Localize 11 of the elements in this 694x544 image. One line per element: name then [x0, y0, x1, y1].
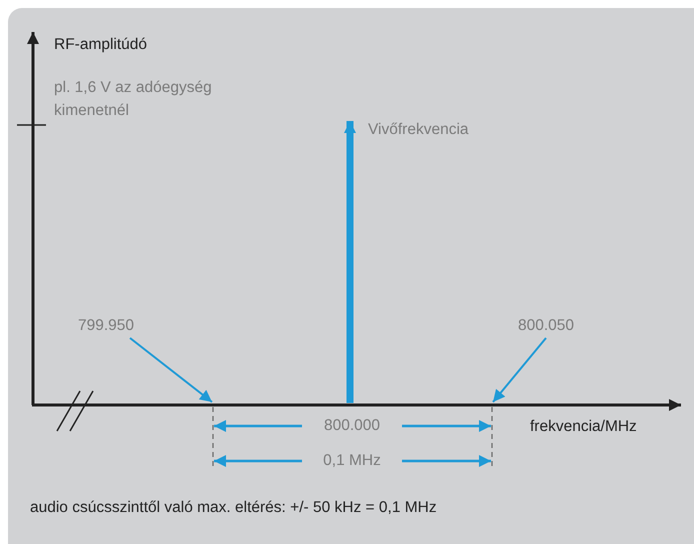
frequency-label: 799.950	[78, 316, 134, 336]
dimension-label: 800.000	[324, 416, 380, 436]
annotation-text: pl. 1,6 V az adóegység kimenetnél	[54, 78, 213, 121]
note-text: audio csúcsszinttől való max. eltérés: +/- 50 kHz = 0,1 MHz	[30, 498, 437, 518]
dimension-label: 0,1 MHz	[323, 451, 381, 471]
leader-line	[492, 337, 547, 403]
axis-label: RF-amplitúdó	[54, 35, 148, 55]
frequency-label: 800.050	[518, 316, 574, 336]
leader-line	[129, 337, 213, 403]
axis-label: frekvencia/MHz	[530, 417, 637, 437]
carrier-label: Vivőfrekvencia	[368, 120, 469, 140]
